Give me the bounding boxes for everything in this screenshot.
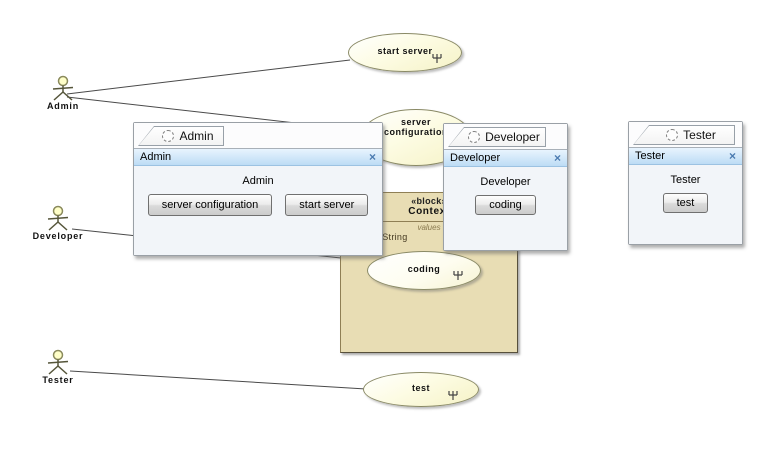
- tab-label: Admin: [179, 129, 214, 143]
- association-line: [66, 59, 351, 95]
- window-titlebar[interactable]: Tester ×: [629, 148, 742, 165]
- usecase-label: test: [411, 382, 430, 393]
- usecase-label: server configuration: [384, 117, 448, 137]
- mockup-window: Developer × Developer coding: [444, 149, 567, 250]
- panel-heading: Admin: [242, 175, 274, 187]
- usecase-start-server[interactable]: start server: [348, 33, 462, 72]
- mockup-window: Tester × Tester test: [629, 147, 742, 244]
- tab-developer[interactable]: Developer: [448, 127, 546, 147]
- actor-figure-icon: [47, 349, 69, 375]
- actor-label: Admin: [47, 101, 79, 111]
- diagram-icon: [162, 130, 175, 142]
- usecase-label: start server: [377, 45, 433, 56]
- close-icon[interactable]: ×: [368, 150, 376, 164]
- decomposition-icon: [453, 271, 463, 280]
- tab-label: Tester: [683, 128, 716, 142]
- diagram-icon: [468, 131, 481, 143]
- tab-admin[interactable]: Admin: [138, 126, 224, 146]
- association-line: [69, 370, 367, 390]
- actor-label: Tester: [42, 375, 74, 385]
- window-title: Developer: [450, 152, 501, 164]
- panel-heading: Tester: [670, 174, 701, 186]
- panel-heading: Developer: [480, 176, 531, 188]
- actor-label: Developer: [32, 231, 84, 241]
- window-content: Developer coding: [444, 167, 567, 250]
- usecase-label: coding: [407, 263, 441, 274]
- values-compartment-label: values: [417, 223, 441, 232]
- block-header: «block» Context: [341, 193, 517, 222]
- window-title: Tester: [635, 150, 665, 162]
- diagram-icon: [666, 129, 679, 141]
- panel-admin: Admin Admin × Admin server configuration…: [133, 122, 383, 256]
- actor-tester[interactable]: [43, 346, 73, 376]
- actor-developer[interactable]: [43, 202, 73, 232]
- tab-label: Developer: [485, 130, 540, 144]
- block-name: Context: [408, 206, 450, 217]
- actor-figure-icon: [52, 75, 74, 101]
- start-server-button[interactable]: start server: [285, 194, 369, 216]
- usecase-coding[interactable]: coding: [367, 251, 481, 290]
- window-titlebar[interactable]: Admin ×: [134, 149, 382, 166]
- tab-row: Tester: [629, 122, 742, 147]
- test-button[interactable]: test: [662, 193, 709, 213]
- block-stereotype: «block»: [411, 196, 447, 206]
- actor-figure-icon: [47, 205, 69, 231]
- window-content: Admin server configuration start server: [134, 166, 382, 255]
- coding-button[interactable]: coding: [475, 195, 536, 215]
- tab-row: Admin: [134, 123, 382, 148]
- window-titlebar[interactable]: Developer ×: [444, 150, 567, 167]
- close-icon[interactable]: ×: [728, 149, 736, 163]
- server-configuration-button[interactable]: server configuration: [147, 194, 273, 216]
- panel-tester: Tester Tester × Tester test: [628, 121, 743, 245]
- usecase-test[interactable]: test: [363, 372, 479, 407]
- mockup-window: Admin × Admin server configuration start…: [134, 148, 382, 255]
- tab-tester[interactable]: Tester: [633, 125, 735, 145]
- actor-admin[interactable]: [48, 72, 78, 102]
- tab-row: Developer: [444, 124, 567, 149]
- decomposition-icon: [448, 391, 458, 400]
- decomposition-icon: [432, 54, 442, 63]
- close-icon[interactable]: ×: [553, 151, 561, 165]
- panel-developer: Developer Developer × Developer coding: [443, 123, 568, 251]
- window-title: Admin: [140, 151, 172, 163]
- window-content: Tester test: [629, 165, 742, 244]
